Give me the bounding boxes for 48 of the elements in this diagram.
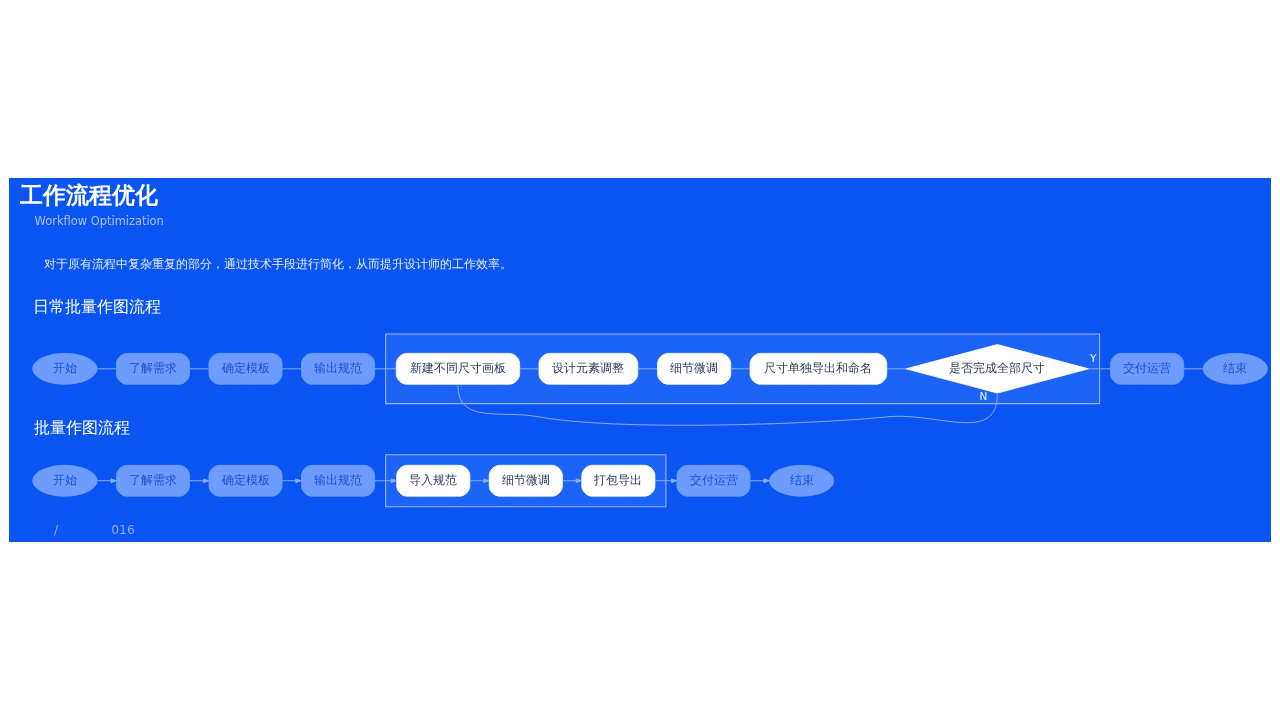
connector	[189, 368, 210, 370]
arrow	[562, 478, 582, 484]
connector	[730, 368, 751, 370]
arrow	[281, 478, 302, 484]
node-ellipse: 开始	[32, 352, 98, 385]
connector	[886, 368, 907, 370]
connector	[637, 368, 658, 370]
node-box: 打包导出	[581, 464, 656, 497]
connector	[457, 385, 998, 426]
node-box: 确定模板	[208, 352, 283, 385]
node-box: 细节微调	[657, 352, 732, 385]
node-box: 尺寸单独导出和命名	[749, 352, 888, 385]
node-box: 输出规范	[301, 464, 376, 497]
label: Workflow Optimization	[34, 214, 164, 229]
arrow	[749, 478, 770, 484]
arrow	[96, 478, 117, 484]
connector	[1183, 368, 1204, 370]
arrow	[469, 478, 490, 484]
node-box: 细节微调	[488, 464, 563, 497]
node-box: 了解需求	[115, 464, 190, 497]
cluster	[385, 454, 667, 508]
label: 对于原有流程中复杂重复的部分，通过技术手段进行简化，从而提升设计师的工作效率。	[44, 256, 513, 271]
node-box: 确定模板	[208, 464, 283, 497]
node-box: 交付运营	[676, 464, 751, 497]
connector	[1088, 368, 1112, 370]
label: 批量作图流程	[33, 418, 130, 438]
connector	[96, 368, 117, 370]
diagram-title: 工作流程优化	[19, 181, 158, 208]
arrow	[189, 478, 210, 484]
node-ellipse: 结束	[1202, 352, 1268, 385]
node-box: 新建不同尺寸画板	[395, 352, 521, 385]
label: /	[53, 522, 59, 537]
node-box: 导入规范	[396, 464, 471, 497]
connector	[519, 368, 540, 370]
label: 016	[111, 522, 135, 537]
arrow	[654, 478, 678, 484]
cluster	[385, 333, 1101, 405]
connector	[281, 368, 302, 370]
node-box: 了解需求	[115, 352, 190, 385]
node-box: 输出规范	[301, 352, 376, 385]
arrow	[374, 478, 398, 484]
connector	[374, 368, 397, 370]
node-ellipse: 结束	[769, 464, 835, 497]
node-box: 设计元素调整	[538, 352, 639, 385]
edge-label: Y	[1090, 351, 1097, 364]
node-ellipse: 开始	[32, 464, 98, 497]
node-box: 交付运营	[1110, 352, 1185, 385]
label: 日常批量作图流程	[33, 297, 162, 317]
